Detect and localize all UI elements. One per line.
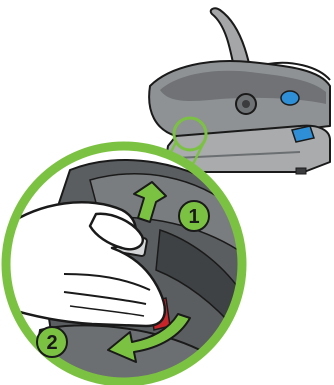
handle-release-button-icon — [281, 91, 299, 105]
step-badge-2: 2 — [37, 327, 67, 357]
car-seat-assembly — [149, 8, 330, 174]
base-latch — [296, 168, 306, 174]
step-number-2: 2 — [46, 332, 57, 354]
step-number-1: 1 — [188, 206, 199, 228]
step-badge-1: 1 — [179, 201, 209, 231]
